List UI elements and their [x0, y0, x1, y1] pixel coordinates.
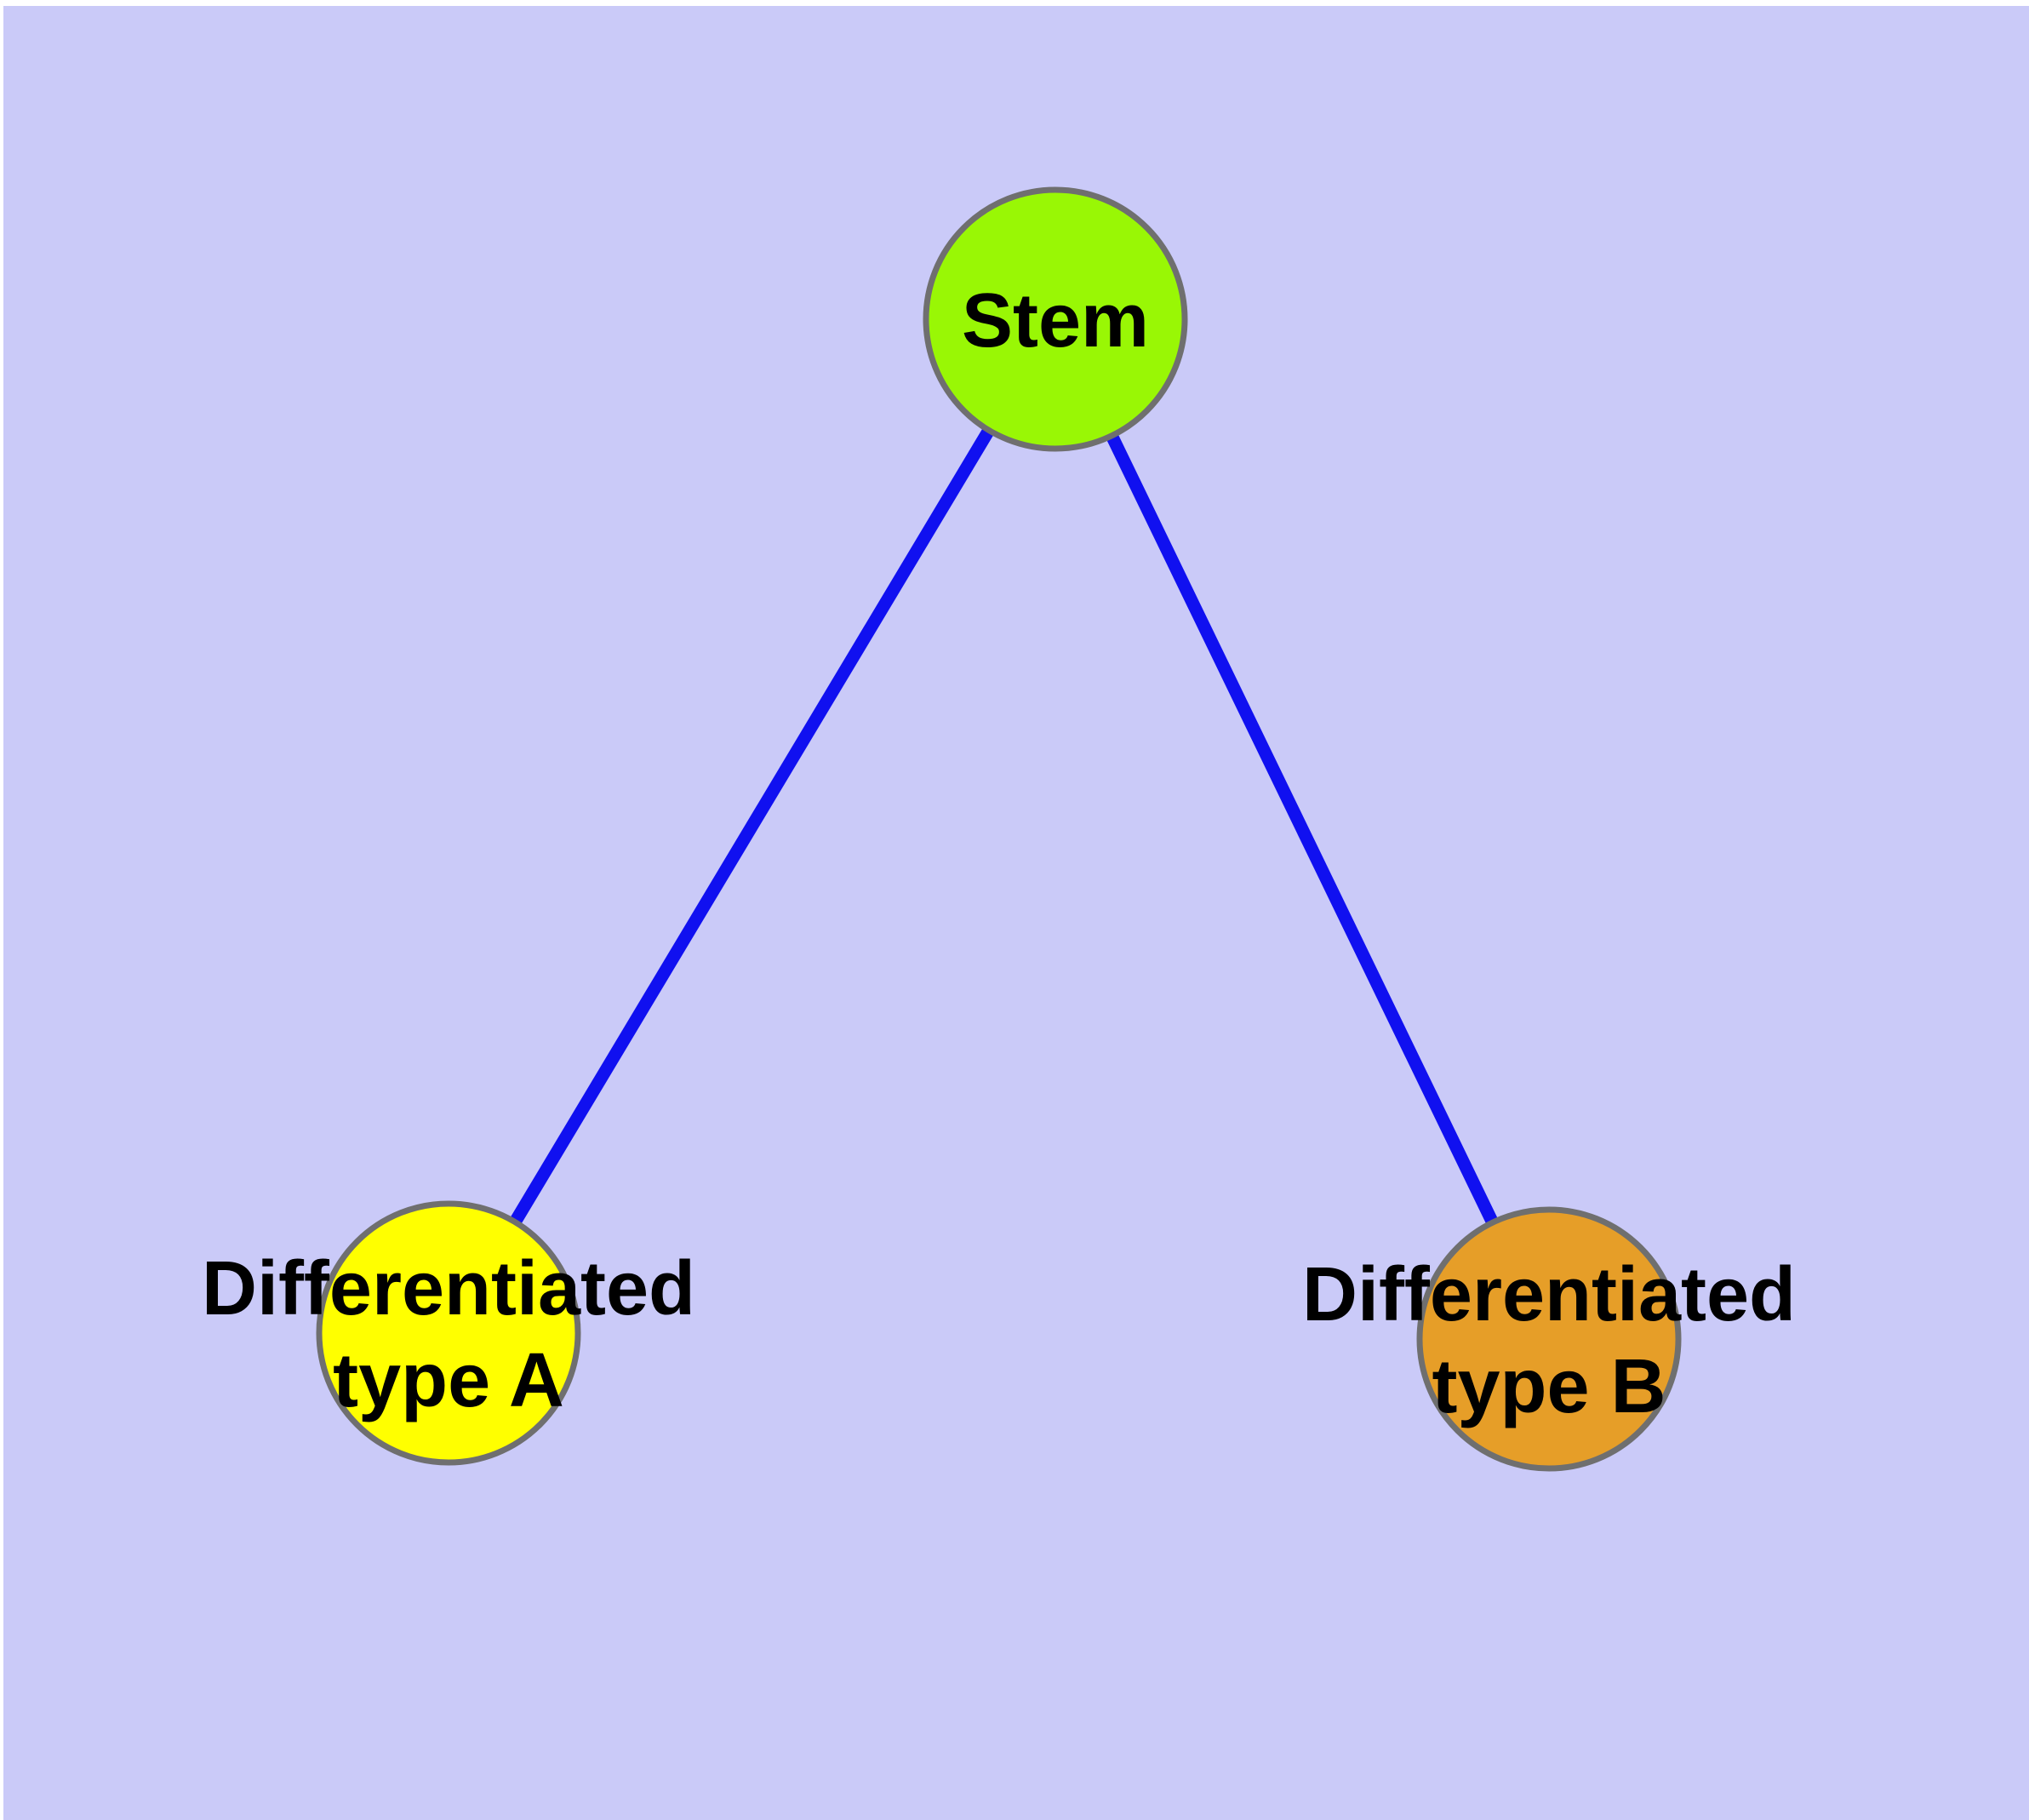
- edge-stem-to-type-b: [1049, 316, 1555, 1342]
- edge-stem-to-type-a: [443, 316, 1061, 1336]
- type-b-node-label-line2: type B: [1432, 1344, 1666, 1429]
- type-b-node-label-line1: Differentiated: [1302, 1252, 1796, 1337]
- type-a-node-label-line1: Differentiated: [202, 1246, 695, 1331]
- node-differentiated-type-a: [316, 1200, 581, 1466]
- type-a-node-label-line2: type A: [333, 1338, 564, 1423]
- node-stem: [923, 186, 1188, 452]
- node-differentiated-type-b: [1416, 1206, 1682, 1472]
- stem-node-label: Stem: [962, 278, 1149, 363]
